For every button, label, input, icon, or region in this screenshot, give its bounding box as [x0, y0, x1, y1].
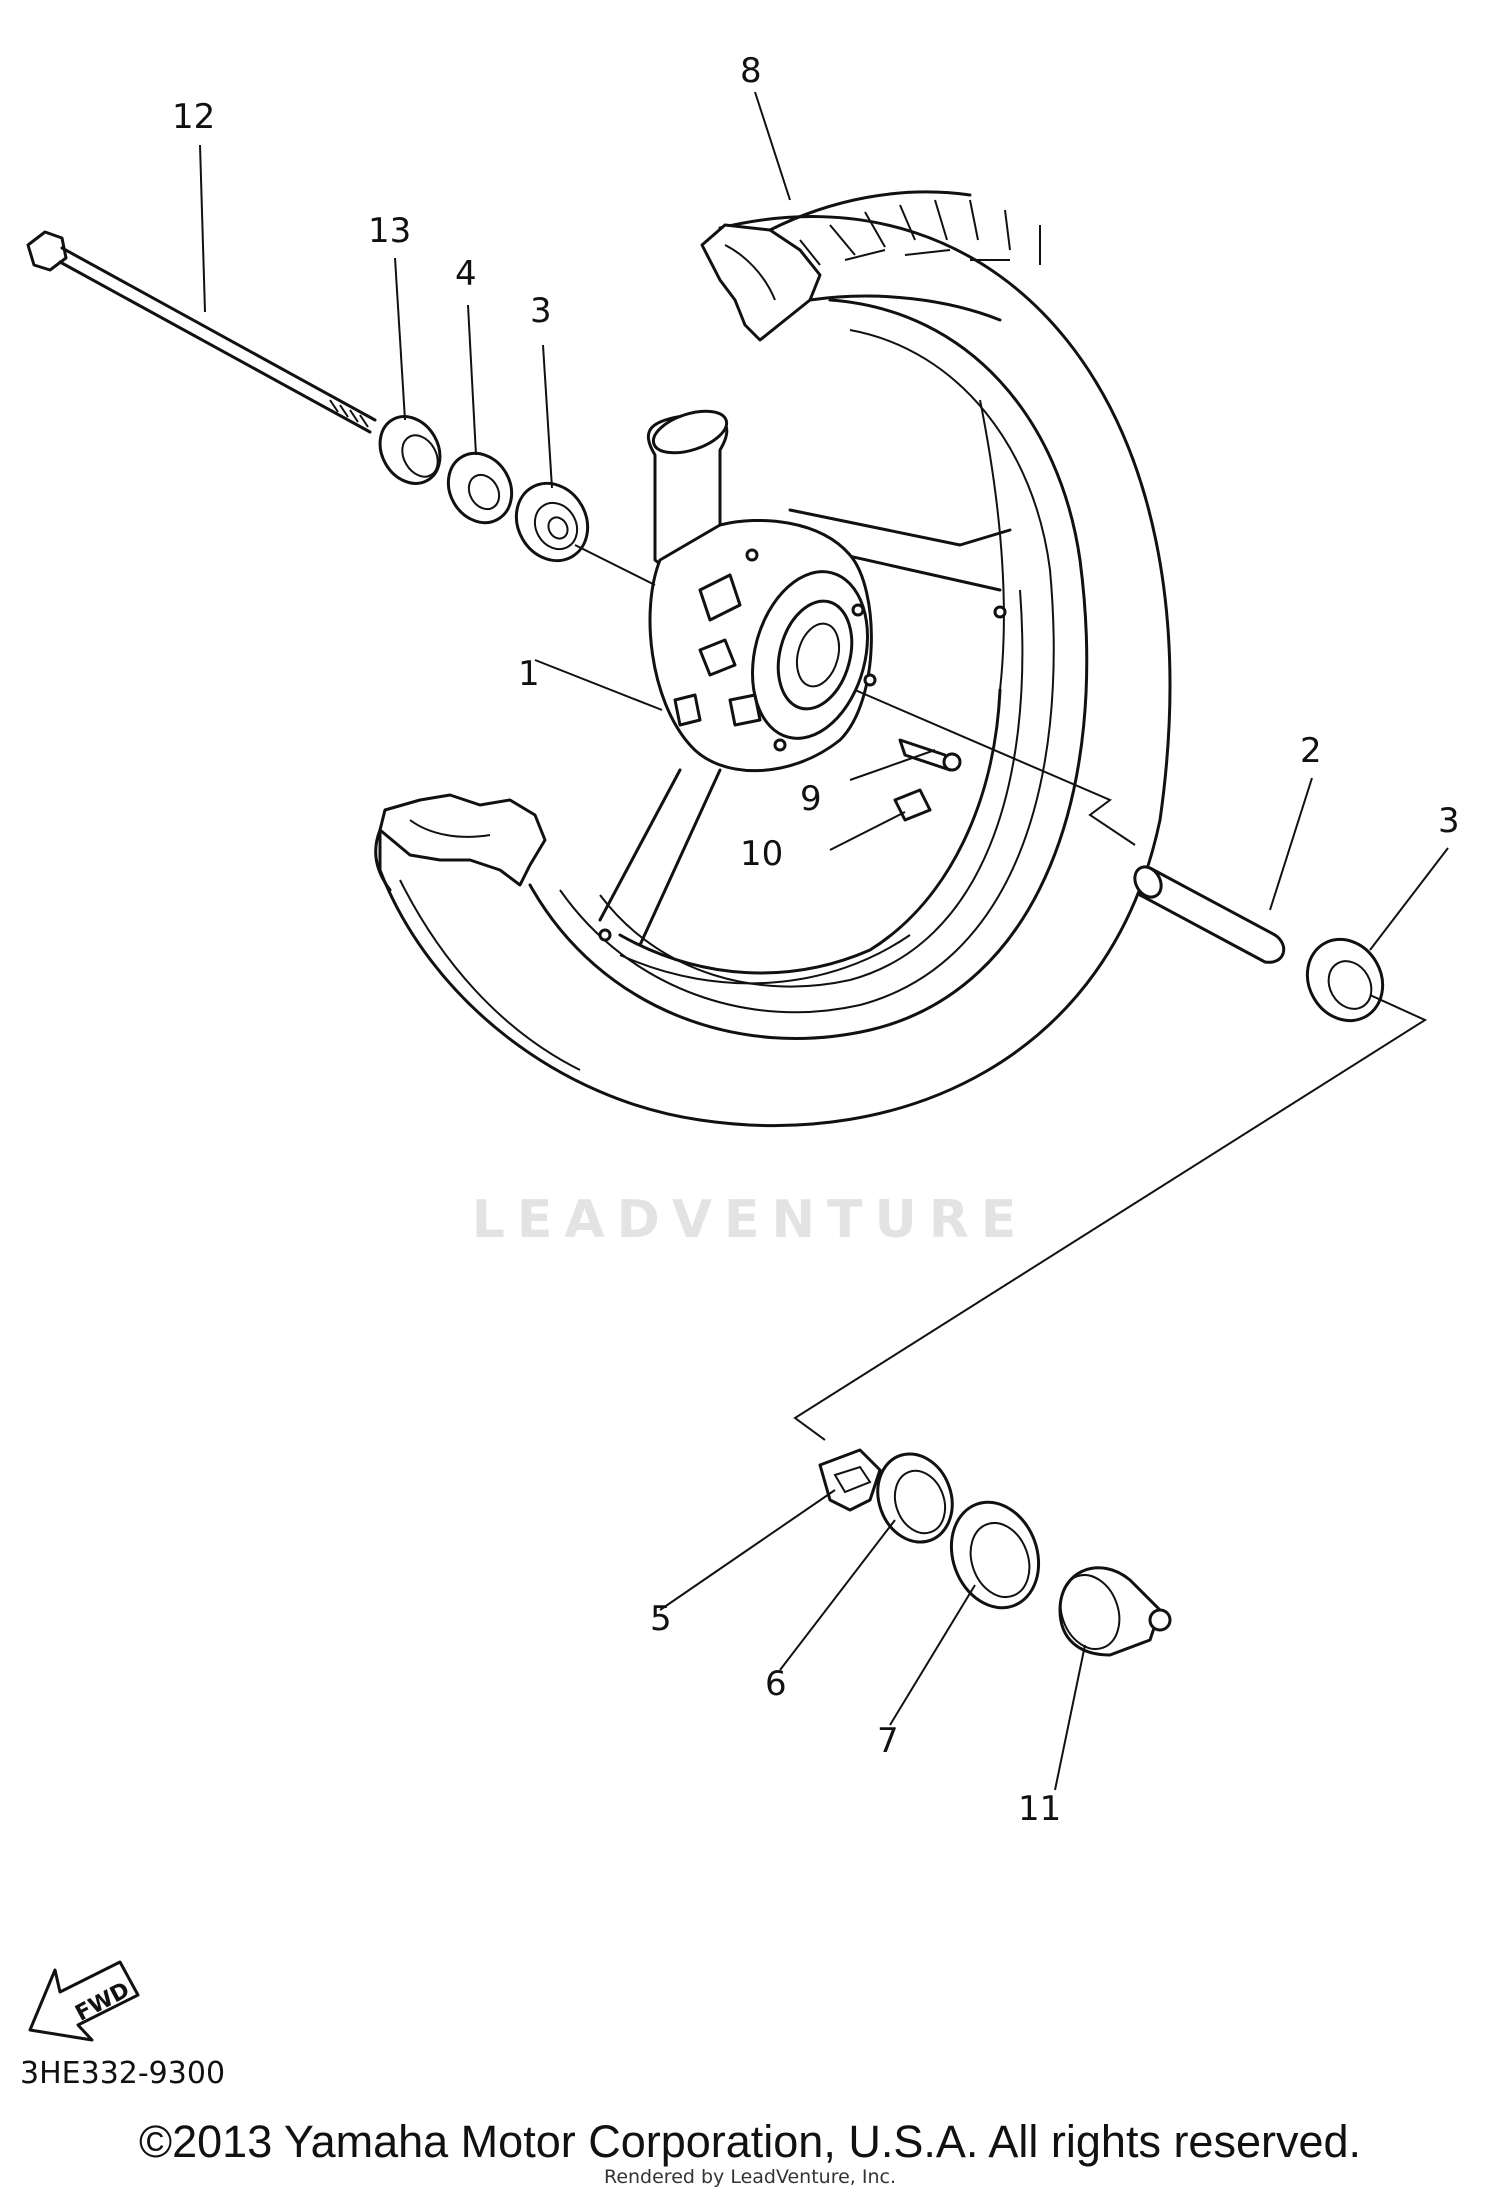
callout-7: 7: [877, 1721, 899, 1761]
callout-5: 5: [650, 1599, 672, 1639]
callout-13: 13: [368, 211, 411, 251]
callout-3-right: 3: [1438, 801, 1460, 841]
callouts: 1 2 3 3 4 5 6 7 8 9 10 11 12 13: [172, 51, 1460, 1829]
callout-8: 8: [740, 51, 762, 91]
callout-3-left: 3: [530, 291, 552, 331]
left-side-spacers: [378, 415, 590, 563]
callout-9: 9: [800, 779, 822, 819]
gear-unit-parts: [818, 1448, 1172, 1657]
wheel-hub: [648, 518, 877, 773]
fwd-arrow-icon: FWD: [28, 1960, 140, 2042]
axle: [26, 230, 377, 434]
front-wheel: [374, 190, 1172, 1128]
copyright-notice: ©2013 Yamaha Motor Corporation, U.S.A. A…: [138, 2116, 1362, 2167]
callout-12: 12: [172, 97, 215, 137]
callout-6: 6: [765, 1664, 787, 1704]
leader-lines: [199, 91, 1449, 1791]
right-side-spacers: [1133, 865, 1385, 1023]
callout-10: 10: [740, 834, 783, 874]
callout-2: 2: [1300, 731, 1322, 771]
callout-4: 4: [455, 254, 477, 294]
rendered-by-notice: Rendered by LeadVenture, Inc.: [603, 2166, 897, 2188]
callout-11: 11: [1018, 1789, 1061, 1829]
watermark: LEADVENTURE: [471, 1190, 1029, 1250]
callout-1: 1: [518, 654, 540, 694]
diagram-code: 3HE332-9300: [20, 2056, 226, 2091]
